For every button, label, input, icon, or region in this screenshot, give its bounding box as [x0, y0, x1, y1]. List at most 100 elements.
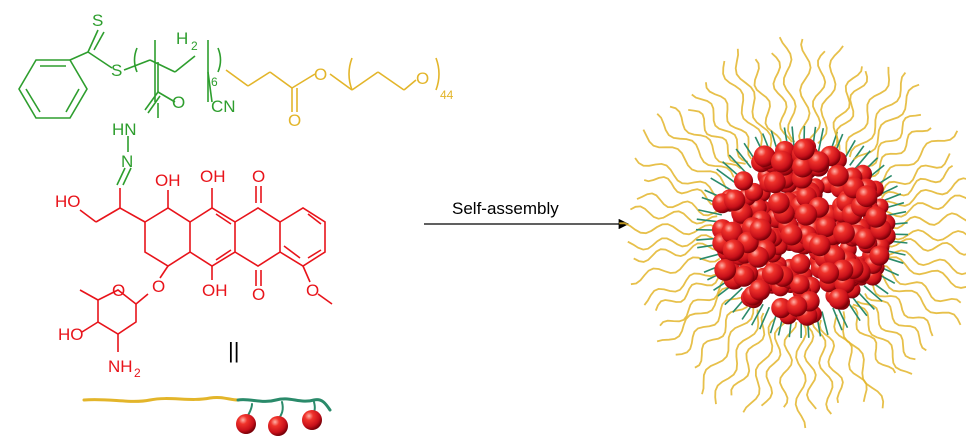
hydrophobic-segment	[716, 168, 737, 184]
drug-sphere	[869, 245, 890, 266]
drug-sphere	[749, 218, 772, 241]
label-n: N	[121, 152, 133, 171]
drug-sphere	[268, 416, 288, 436]
drug-sphere	[808, 151, 830, 173]
hydrophobic-segment	[758, 306, 771, 330]
peg-chain	[880, 153, 951, 197]
peg-chain	[811, 321, 834, 415]
label-repeat-44: 44	[440, 88, 454, 102]
peg-chain	[883, 256, 966, 289]
drug-sphere	[236, 414, 256, 434]
label-s-ester: S	[111, 61, 122, 80]
hydrophobic-segment	[710, 177, 732, 191]
label-o-quinone-bottom: O	[252, 285, 265, 304]
label-h2: H	[176, 29, 188, 48]
peg-chain	[887, 229, 966, 242]
hydrophobic-segment	[832, 307, 843, 331]
hydrophobic-segment	[750, 303, 764, 326]
label-o-ring: O	[112, 281, 125, 300]
peg-chain	[833, 314, 868, 402]
label-s-thione: S	[92, 11, 103, 30]
peg-chain	[871, 283, 934, 337]
peg-chain	[630, 256, 721, 286]
drug-sphere	[789, 274, 810, 295]
benzene-ring	[18, 59, 88, 119]
hydrophobic-segment	[851, 296, 868, 317]
label-oh-bottom: OH	[202, 281, 228, 300]
peg-chain	[656, 113, 735, 178]
peg-chain	[778, 36, 797, 143]
peg-chain	[688, 109, 746, 165]
label-ester-carbonyl-o: O	[288, 111, 301, 130]
hydrophobic-segment	[728, 154, 747, 173]
hydrophobic-segment	[863, 284, 883, 302]
drug-sphere	[827, 164, 849, 187]
peg-chain	[742, 317, 777, 413]
label-o-quinone-top: O	[252, 167, 265, 186]
hydrophobic-segment	[854, 150, 871, 170]
label-nh2-sub: 2	[134, 366, 141, 380]
peg-chain	[694, 302, 750, 369]
peg-chain	[656, 286, 734, 343]
label-o-methoxy: O	[306, 281, 319, 300]
peg-chain	[629, 205, 718, 225]
peg-chain	[845, 66, 891, 155]
drug-sphere	[764, 171, 786, 194]
raft-group	[18, 29, 222, 186]
drug-sphere	[865, 206, 887, 228]
drug-sphere	[790, 253, 811, 274]
peg-chain	[885, 194, 966, 218]
drug-sphere	[733, 265, 755, 287]
peg-chain	[634, 157, 722, 202]
label-peg-o: O	[416, 69, 429, 88]
drug-sphere	[815, 216, 837, 238]
peg-chain	[852, 83, 920, 161]
drug-sphere	[780, 223, 803, 246]
micelle-core	[712, 138, 896, 326]
peg-chain	[627, 234, 717, 251]
drug-sphere	[761, 263, 784, 285]
drug-sphere	[793, 138, 815, 161]
peg-chain	[861, 113, 922, 168]
drug-sphere	[828, 288, 850, 310]
peg-chain	[760, 320, 788, 407]
doxorubicin-structure	[79, 186, 333, 352]
peg-chain	[880, 164, 954, 199]
peg-chain	[714, 309, 760, 405]
drug-sphere	[733, 171, 754, 191]
peg-chain	[771, 52, 793, 143]
label-carbonyl-o: O	[172, 93, 185, 112]
peg-chain	[642, 129, 728, 190]
hydrophobic-segment	[836, 305, 849, 329]
hydrophobic-segment	[857, 291, 875, 310]
peg-chain	[722, 60, 763, 153]
label-nh2: NH	[108, 357, 133, 376]
drug-sphere	[833, 222, 855, 244]
drug-sphere	[722, 239, 745, 262]
peg-chain	[633, 242, 718, 263]
label-oh-c9: OH	[155, 171, 181, 190]
arrow-label: Self-assembly	[452, 199, 559, 218]
label-repeat-6: 6	[211, 75, 218, 89]
peg-chain	[701, 306, 755, 395]
drug-sphere	[855, 185, 878, 208]
peg-chain	[850, 305, 897, 374]
label-h2-sub: 2	[191, 39, 198, 53]
peg-chain	[654, 268, 724, 311]
peg-chain	[835, 70, 869, 151]
hydrophobic-segment	[817, 128, 825, 152]
drug-sphere	[749, 279, 771, 301]
label-ester-o: O	[314, 65, 327, 84]
peg-chain	[864, 293, 927, 352]
label-hn: HN	[112, 120, 137, 139]
drug-sphere	[855, 228, 876, 250]
peg-chain	[881, 264, 962, 304]
peg-chain	[636, 192, 719, 217]
peg-chain	[832, 66, 863, 149]
peg-chain	[734, 48, 773, 149]
drug-sphere	[817, 262, 840, 284]
raft-labels: S S H 2 6 CN O HN N	[92, 11, 236, 171]
peg-chain	[878, 270, 962, 326]
